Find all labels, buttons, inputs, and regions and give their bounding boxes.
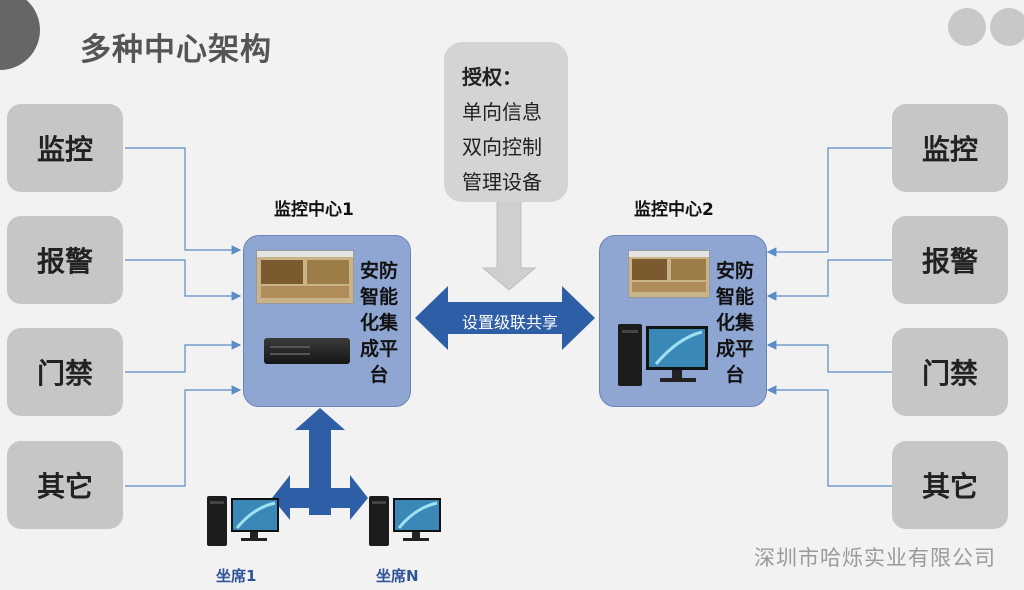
computer-icon	[369, 496, 441, 546]
decoration-dot	[948, 8, 986, 46]
authorization-box: 授权： 单向信息 双向控制 管理设备	[444, 42, 568, 202]
right-source-box: 报警	[892, 216, 1008, 304]
authorization-item: 管理设备	[462, 170, 542, 194]
center1-box: 安防智能化集成平台	[243, 235, 411, 407]
center2-label: 监控中心2	[634, 200, 714, 220]
center2-box: 安防智能化集成平台	[599, 235, 767, 407]
authorization-item: 双向控制	[462, 135, 542, 159]
monitor-screenshot	[256, 250, 354, 304]
decoration-dot	[990, 8, 1024, 46]
authorization-item: 单向信息	[462, 100, 542, 124]
company-watermark: 深圳市哈烁实业有限公司	[754, 546, 996, 570]
auth-down-arrow	[481, 199, 537, 291]
right-source-box: 其它	[892, 441, 1008, 529]
right-source-box: 门禁	[892, 328, 1008, 416]
right-connector	[766, 385, 892, 487]
computer-icon	[618, 324, 708, 386]
center1-platform-text: 安防智能化集成平台	[359, 260, 398, 386]
computer-icon	[207, 496, 279, 546]
server-image	[264, 338, 350, 364]
left-source-box: 报警	[7, 216, 123, 304]
monitor-screenshot	[628, 250, 710, 298]
left-source-box: 门禁	[7, 328, 123, 416]
authorization-header: 授权：	[462, 65, 522, 89]
share-double-arrow	[415, 286, 595, 350]
center2-platform-text: 安防智能化集成平台	[715, 260, 754, 386]
right-connector	[766, 340, 892, 373]
seat-label: 坐席1	[216, 567, 257, 585]
right-connector	[766, 259, 892, 301]
center1-label: 监控中心1	[274, 200, 354, 220]
right-connector	[766, 147, 892, 257]
seat-cross-arrow	[272, 408, 368, 520]
left-connector	[125, 340, 242, 373]
right-source-box: 监控	[892, 104, 1008, 192]
left-connector	[125, 259, 242, 301]
share-label: 设置级联共享	[461, 313, 558, 332]
left-source-box: 其它	[7, 441, 123, 529]
seat-label: 坐席N	[376, 567, 419, 585]
left-source-box: 监控	[7, 104, 123, 192]
page-title: 多种中心架构	[80, 32, 272, 68]
left-connector	[125, 385, 242, 487]
left-connector	[125, 147, 242, 255]
